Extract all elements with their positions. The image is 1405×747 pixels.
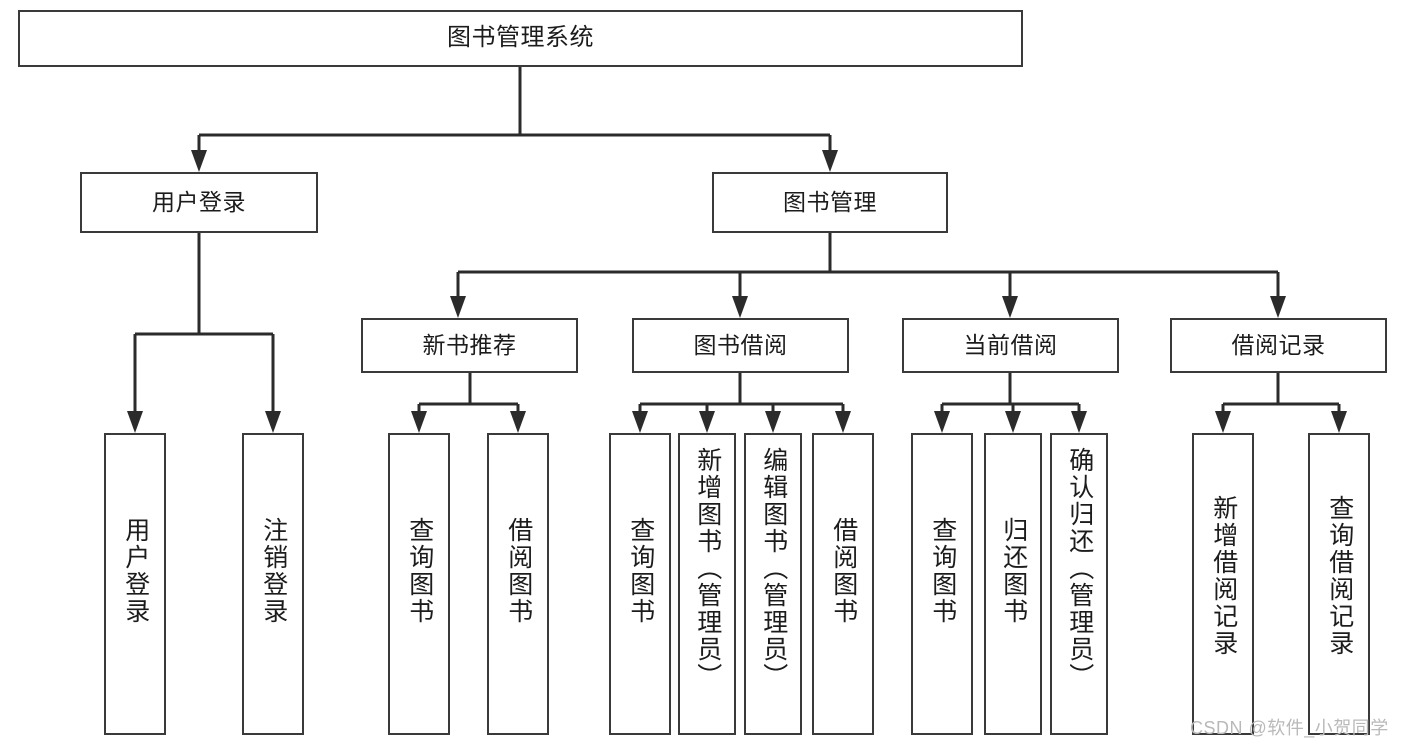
- node-leaf-logout[interactable]: 注销登录: [242, 433, 304, 735]
- edge-arrowhead-book-manage-children-3: [1270, 296, 1286, 318]
- node-label-leaf-edit-book: 编辑图书（管理员）: [759, 447, 788, 690]
- edge-arrowhead-new-book-rec-children-1: [510, 411, 526, 433]
- node-label-leaf-add-book: 新增图书（管理员）: [693, 447, 722, 690]
- node-label-leaf-logout: 注销登录: [259, 517, 288, 625]
- node-label-leaf-query-record: 查询借阅记录: [1325, 495, 1354, 657]
- node-label-current-borrow: 当前借阅: [963, 331, 1058, 358]
- node-label-leaf-add-record: 新增借阅记录: [1209, 495, 1238, 657]
- node-label-new-book-rec: 新书推荐: [422, 331, 517, 358]
- edge-arrowhead-borrow-record-children-0: [1215, 411, 1231, 433]
- edge-arrowhead-current-borrow-children-2: [1071, 411, 1087, 433]
- node-label-leaf-borrow-book-2: 借阅图书: [829, 517, 858, 625]
- node-leaf-add-record[interactable]: 新增借阅记录: [1192, 433, 1254, 735]
- edge-arrowhead-current-borrow-children-0: [934, 411, 950, 433]
- node-user-login[interactable]: 用户登录: [80, 172, 318, 233]
- node-label-leaf-user-login: 用户登录: [121, 517, 150, 625]
- node-label-leaf-borrow-book-1: 借阅图书: [504, 517, 533, 625]
- node-label-leaf-query-book-2: 查询图书: [626, 517, 655, 625]
- edge-arrowhead-current-borrow-children-1: [1005, 411, 1021, 433]
- node-label-borrow-record: 借阅记录: [1231, 331, 1326, 358]
- node-label-user-login: 用户登录: [152, 188, 246, 215]
- node-leaf-confirm-return[interactable]: 确认归还（管理员）: [1050, 433, 1108, 735]
- edge-arrowhead-book-borrow-children-2: [765, 411, 781, 433]
- edge-arrowhead-book-manage-children-0: [450, 296, 466, 318]
- node-leaf-user-login[interactable]: 用户登录: [104, 433, 166, 735]
- watermark-label: CSDN @软件_小贺同学: [1190, 718, 1389, 738]
- node-book-manage[interactable]: 图书管理: [712, 172, 948, 233]
- node-leaf-query-record[interactable]: 查询借阅记录: [1308, 433, 1370, 735]
- edge-arrowhead-root-children-0: [191, 150, 207, 172]
- edge-arrowhead-book-borrow-children-3: [835, 411, 851, 433]
- node-leaf-return-book[interactable]: 归还图书: [984, 433, 1042, 735]
- node-book-borrow[interactable]: 图书借阅: [632, 318, 849, 373]
- node-label-leaf-return-book: 归还图书: [999, 517, 1028, 625]
- node-root[interactable]: 图书管理系统: [18, 10, 1023, 67]
- node-leaf-borrow-book-2[interactable]: 借阅图书: [812, 433, 874, 735]
- node-leaf-query-book-3[interactable]: 查询图书: [911, 433, 973, 735]
- edge-arrowhead-borrow-record-children-1: [1331, 411, 1347, 433]
- edge-arrowhead-book-manage-children-1: [732, 296, 748, 318]
- node-label-leaf-query-book-1: 查询图书: [405, 517, 434, 625]
- edge-arrowhead-book-manage-children-2: [1002, 296, 1018, 318]
- node-leaf-edit-book[interactable]: 编辑图书（管理员）: [744, 433, 802, 735]
- edge-arrowhead-book-borrow-children-0: [632, 411, 648, 433]
- node-leaf-add-book[interactable]: 新增图书（管理员）: [678, 433, 736, 735]
- node-new-book-rec[interactable]: 新书推荐: [361, 318, 578, 373]
- connector-group: [127, 67, 1347, 433]
- node-label-book-manage: 图书管理: [783, 188, 877, 215]
- edge-arrowhead-user-login-children-1: [265, 411, 281, 433]
- node-leaf-query-book-2[interactable]: 查询图书: [609, 433, 671, 735]
- node-borrow-record[interactable]: 借阅记录: [1170, 318, 1387, 373]
- node-label-book-borrow: 图书借阅: [693, 331, 788, 358]
- node-leaf-borrow-book-1[interactable]: 借阅图书: [487, 433, 549, 735]
- node-label-leaf-query-book-3: 查询图书: [928, 517, 957, 625]
- edge-arrowhead-root-children-1: [822, 150, 838, 172]
- edge-arrowhead-book-borrow-children-1: [699, 411, 715, 433]
- node-leaf-query-book-1[interactable]: 查询图书: [388, 433, 450, 735]
- edge-arrowhead-new-book-rec-children-0: [411, 411, 427, 433]
- node-current-borrow[interactable]: 当前借阅: [902, 318, 1119, 373]
- node-label-leaf-confirm-return: 确认归还（管理员）: [1065, 447, 1094, 690]
- edge-arrowhead-user-login-children-0: [127, 411, 143, 433]
- node-label-root: 图书管理系统: [447, 24, 594, 52]
